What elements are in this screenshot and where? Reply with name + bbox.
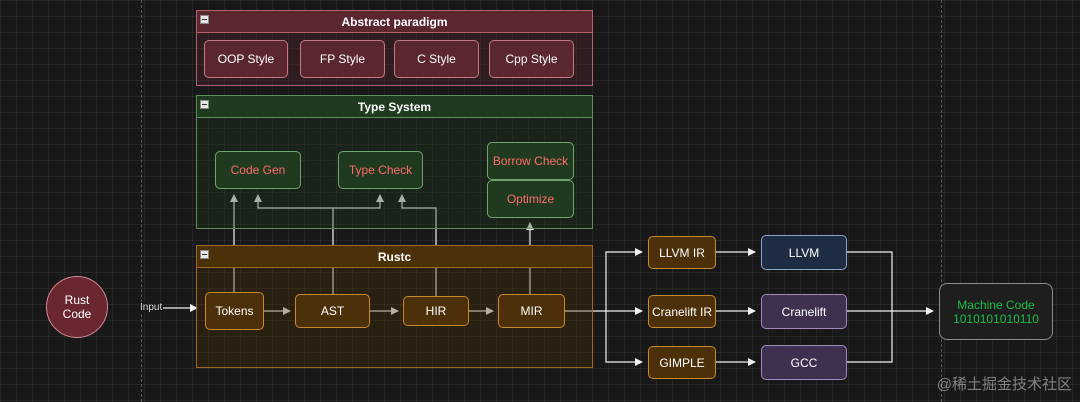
mir-node[interactable]: MIR xyxy=(498,294,565,328)
edge-mir-gimple xyxy=(605,311,643,366)
optimize-node[interactable]: Optimize xyxy=(487,180,574,218)
oop-style-node[interactable]: OOP Style xyxy=(204,40,288,78)
collapse-icon[interactable] xyxy=(200,100,209,109)
tokens-node[interactable]: Tokens xyxy=(205,292,264,330)
watermark: @稀土掘金技术社区 xyxy=(936,376,1072,393)
code-gen-node[interactable]: Code Gen xyxy=(215,151,301,189)
input-edge-label: Input xyxy=(139,302,164,313)
gcc-node[interactable]: GCC xyxy=(761,345,847,380)
fp-style-node[interactable]: FP Style xyxy=(300,40,385,78)
edge-mir-llvmir xyxy=(565,248,643,312)
gimple-node[interactable]: GIMPLE xyxy=(648,346,716,379)
type-system-header: Type System xyxy=(197,96,592,118)
rust-code-line2: Code xyxy=(62,307,92,321)
group-title: Abstract paradigm xyxy=(341,14,448,29)
machine-code-node[interactable]: Machine Code 1010101010110 xyxy=(939,283,1053,340)
collapse-icon[interactable] xyxy=(200,250,209,259)
edge-gcc-machine xyxy=(847,311,893,363)
hir-node[interactable]: HIR xyxy=(403,296,469,326)
rustc-header: Rustc xyxy=(197,246,592,268)
abstract-paradigm-header: Abstract paradigm xyxy=(197,11,592,33)
ast-node[interactable]: AST xyxy=(295,294,370,328)
type-check-node[interactable]: Type Check xyxy=(338,151,423,189)
borrow-check-node[interactable]: Borrow Check xyxy=(487,142,574,180)
cranelift-node[interactable]: Cranelift xyxy=(761,294,847,329)
c-style-node[interactable]: C Style xyxy=(394,40,479,78)
edge-llvm-machine xyxy=(847,251,934,315)
cranelift-ir-node[interactable]: Cranelift IR xyxy=(648,295,716,328)
rust-code-line1: Rust xyxy=(64,293,90,307)
machine-code-binary: 1010101010110 xyxy=(953,311,1039,326)
llvm-node[interactable]: LLVM xyxy=(761,235,847,270)
group-title: Rustc xyxy=(377,249,412,264)
page-guide-left xyxy=(141,0,142,402)
edge-ast-typecheck xyxy=(333,194,384,209)
llvm-ir-node[interactable]: LLVM IR xyxy=(648,236,716,269)
cpp-style-node[interactable]: Cpp Style xyxy=(489,40,574,78)
collapse-icon[interactable] xyxy=(200,15,209,24)
machine-code-title: Machine Code xyxy=(957,297,1035,312)
page-guide-right xyxy=(941,0,942,402)
group-title: Type System xyxy=(357,99,432,114)
